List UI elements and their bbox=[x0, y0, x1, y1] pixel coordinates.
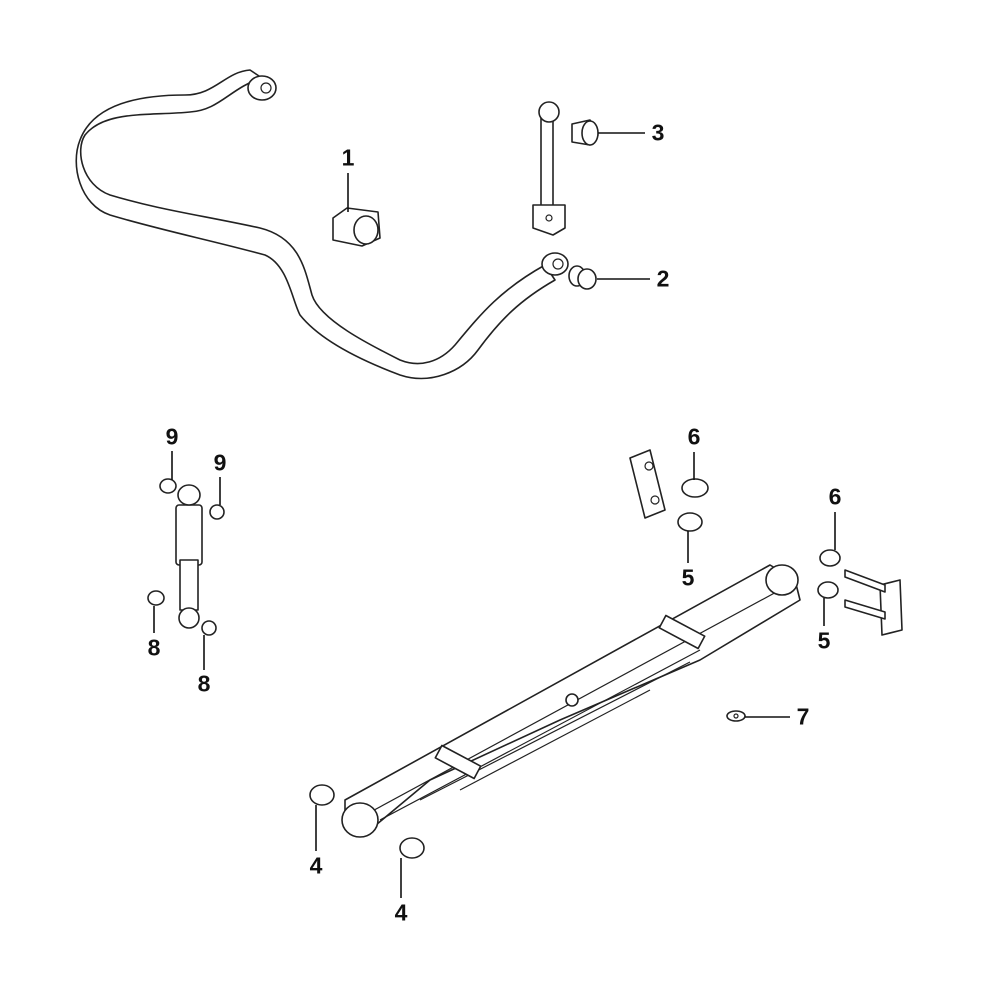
callout-8b[interactable]: 8 bbox=[197, 670, 211, 697]
callout-2[interactable]: 2 bbox=[656, 265, 670, 292]
bushing-9b[interactable] bbox=[209, 504, 225, 520]
bushing-9a[interactable] bbox=[159, 478, 177, 494]
bushing-4a[interactable] bbox=[309, 784, 335, 806]
shock-absorber[interactable] bbox=[175, 484, 203, 629]
callout-8a[interactable]: 8 bbox=[147, 634, 161, 661]
bushing-2[interactable] bbox=[568, 265, 597, 290]
shackle-plate-right[interactable] bbox=[844, 569, 903, 636]
callout-9a[interactable]: 9 bbox=[165, 423, 179, 450]
bushing-8b[interactable] bbox=[201, 620, 217, 636]
bushing-1[interactable] bbox=[332, 207, 381, 247]
shackle-plate-left[interactable] bbox=[629, 449, 666, 519]
bushing-5a[interactable] bbox=[677, 512, 703, 532]
stabilizer-bar[interactable] bbox=[75, 69, 569, 380]
stabilizer-link-3[interactable] bbox=[532, 101, 599, 236]
callout-6b[interactable]: 6 bbox=[828, 483, 842, 510]
bushing-5b[interactable] bbox=[817, 581, 839, 599]
callout-4b[interactable]: 4 bbox=[394, 899, 408, 926]
callout-7[interactable]: 7 bbox=[796, 703, 810, 730]
bushing-4b[interactable] bbox=[399, 837, 425, 859]
bushing-6a[interactable] bbox=[681, 478, 709, 498]
callout-1[interactable]: 1 bbox=[341, 144, 355, 171]
callout-3[interactable]: 3 bbox=[651, 119, 665, 146]
washer-7[interactable] bbox=[726, 710, 746, 722]
bushing-6b[interactable] bbox=[819, 549, 841, 567]
bushing-8a[interactable] bbox=[147, 590, 165, 606]
callout-4a[interactable]: 4 bbox=[309, 852, 323, 879]
callout-5b[interactable]: 5 bbox=[817, 627, 831, 654]
callout-9b[interactable]: 9 bbox=[213, 449, 227, 476]
callout-6a[interactable]: 6 bbox=[687, 423, 701, 450]
leader-lines bbox=[153, 132, 836, 898]
leaf-spring[interactable] bbox=[341, 564, 801, 838]
callout-5a[interactable]: 5 bbox=[681, 564, 695, 591]
